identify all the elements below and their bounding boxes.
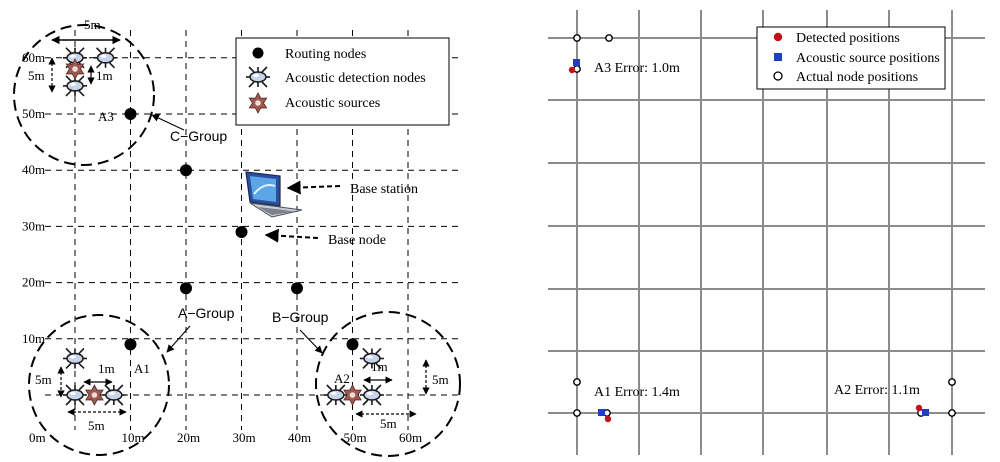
routing-node (180, 164, 192, 177)
label-c-group: C−Group (170, 128, 227, 144)
dim-label-b-vertical: 5m (432, 372, 449, 387)
detector-icon (359, 347, 384, 370)
acoustic-source-positions (573, 59, 929, 416)
left-legend: Routing nodes Acoustic detection nodes A… (235, 37, 450, 126)
error-label-a3: A3 Error: 1.0m (594, 61, 680, 76)
acoustic-source-star-icon (343, 384, 362, 406)
legend-detector-glyph (246, 66, 270, 88)
legend-routing-label: Routing nodes (285, 47, 366, 62)
dimension-arrows (48, 35, 430, 418)
label-base-station: Base station (350, 182, 418, 197)
error-label-a2: A2 Error: 1.1m (834, 383, 920, 398)
detector-icon (101, 384, 126, 406)
x-tick-label: 50m (344, 430, 367, 445)
acoustic-detection-nodes (63, 47, 384, 406)
b-group-pointer (299, 329, 323, 354)
dim-label-c-source: 1m (96, 68, 113, 83)
dim-label-a-vertical: 5m (35, 372, 52, 387)
label-a3: A3 (98, 109, 114, 124)
y-tick-label: 50m (22, 106, 45, 121)
x-tick-label: 30m (233, 430, 256, 445)
laptop-icon (245, 171, 303, 218)
legend-source-marker (774, 53, 782, 61)
y-tick-label: 40m (22, 162, 45, 177)
group-c-circle (13, 24, 155, 166)
legend-source-star-icon (248, 92, 268, 114)
label-a2: A2 (334, 371, 350, 386)
base-node-pointer (264, 228, 319, 243)
routing-node (346, 338, 359, 351)
legend-detected-label: Detected positions (796, 31, 900, 46)
detector-icon (63, 347, 87, 370)
routing-nodes (124, 108, 359, 351)
routing-node (124, 108, 137, 120)
legend-detected-marker (773, 32, 783, 42)
legend-actual-marker (773, 71, 783, 81)
dim-label-c-vertical: 5m (28, 68, 45, 83)
x-tick-label: 0m (29, 430, 46, 445)
detector-icon (63, 384, 87, 406)
legend-sources-label: Acoustic sources (285, 96, 380, 111)
legend-star-glyph (248, 92, 268, 114)
routing-node (235, 226, 248, 239)
detector-icon (323, 384, 348, 406)
y-tick-label: 20m (22, 275, 45, 290)
legend-source-label: Acoustic source positions (796, 51, 940, 66)
acoustic-source-star-icon (85, 384, 104, 406)
label-base-node: Base node (328, 233, 386, 248)
acoustic-source-star-icon (65, 58, 85, 80)
detected-positions (568, 66, 923, 423)
group-a-circle (28, 314, 170, 456)
localization-results: A3 Error: 1.0m A1 Error: 1.4m A2 Error: … (548, 10, 985, 455)
legend-actual-label: Actual node positions (796, 70, 918, 85)
detector-icon (93, 47, 118, 69)
x-axis-ticks: 0m 10m 20m 30m 40m 50m 60m (29, 430, 422, 445)
dim-label-b-horizontal: 5m (380, 416, 397, 431)
x-tick-label: 20m (177, 430, 200, 445)
dim-label-c-horizontal: 5m (84, 17, 101, 32)
acoustic-sources (65, 58, 362, 406)
label-b-group: B−Group (272, 309, 329, 325)
x-tick-label: 60m (399, 430, 422, 445)
routing-node (291, 282, 303, 295)
dim-label-b-source: 1m (371, 359, 388, 374)
legend-detection-label: Acoustic detection nodes (285, 71, 426, 86)
a-group-pointer (166, 325, 191, 353)
legend-routing-node-marker (252, 47, 264, 59)
group-b-circle (315, 311, 461, 457)
label-a-group: A−Group (178, 305, 235, 321)
routing-node (180, 282, 192, 295)
routing-node (124, 338, 137, 351)
dim-label-a-horizontal: 5m (88, 418, 105, 433)
error-label-a1: A1 Error: 1.4m (594, 385, 680, 400)
legend-detector-icon (246, 66, 270, 88)
detector-icon (359, 384, 384, 406)
detector-icon (63, 75, 87, 97)
y-tick-label: 30m (22, 218, 45, 233)
label-a1: A1 (134, 361, 150, 376)
y-tick-label: 10m (22, 331, 45, 346)
base-station-pointer (286, 180, 341, 195)
x-tick-label: 40m (288, 430, 311, 445)
dim-label-a-source: 1m (98, 361, 115, 376)
x-tick-label: 10m (122, 430, 145, 445)
right-legend: Detected positions Acoustic source posit… (756, 26, 946, 90)
c-group-pointer (151, 114, 185, 131)
